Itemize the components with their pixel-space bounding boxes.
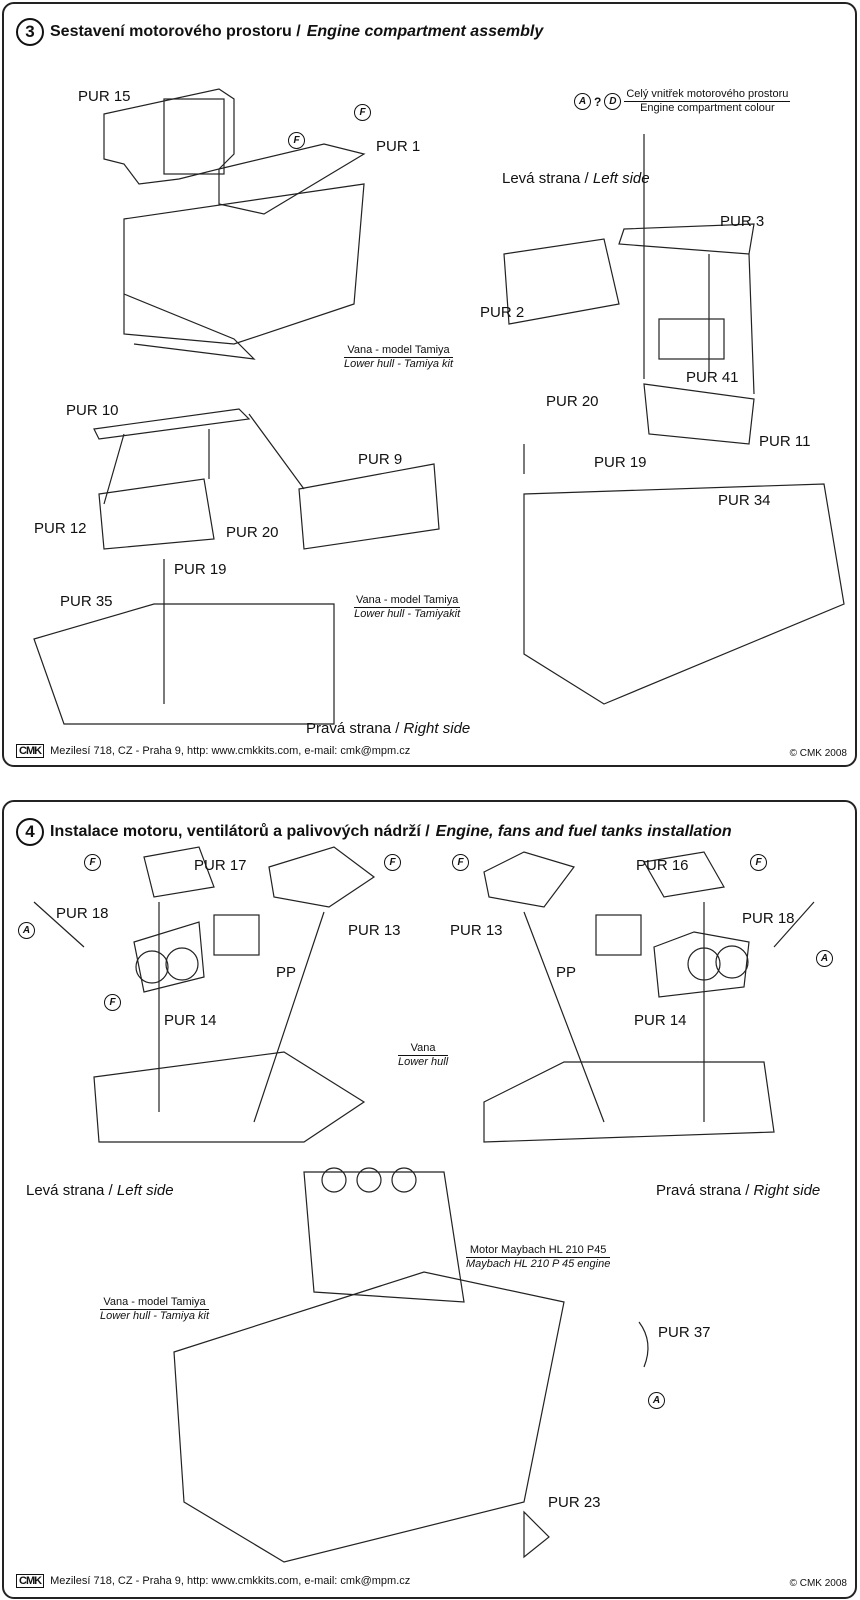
- callout-a: A: [816, 950, 833, 967]
- part-label: PUR 18: [56, 905, 109, 922]
- step-3-panel: 3 Sestavení motorového prostoru / Engine…: [2, 2, 857, 767]
- part-label: PUR 41: [686, 369, 739, 386]
- step-4-drawing: [33, 846, 815, 1563]
- cmk-logo: CMK: [16, 744, 45, 758]
- callout-a: A: [648, 1392, 665, 1409]
- callout-f: F: [84, 854, 101, 871]
- footer-address: Mezilesí 718, CZ - Praha 9, http: www.cm…: [50, 1575, 411, 1587]
- step-3-drawing: [33, 88, 845, 725]
- callout-d: D: [604, 93, 622, 110]
- part-label: PUR 37: [658, 1324, 711, 1341]
- part-label: PUR 23: [548, 1494, 601, 1511]
- step-4-panel: 4 Instalace motoru, ventilátorů a palivo…: [2, 800, 857, 1599]
- callout-a: A: [18, 922, 35, 939]
- question-mark: ?: [594, 94, 602, 109]
- part-label: PUR 34: [718, 492, 771, 509]
- right-side-label: Pravá strana / Right side: [306, 720, 471, 737]
- callout-f: F: [104, 994, 121, 1011]
- part-label: PUR 3: [720, 213, 765, 230]
- step-number: 4: [16, 818, 44, 846]
- part-label: PUR 2: [480, 304, 525, 321]
- part-label: PUR 17: [194, 857, 247, 874]
- step-3-title: 3 Sestavení motorového prostoru / Engine…: [16, 18, 543, 46]
- copyright: © CMK 2008: [789, 748, 847, 759]
- title-en: Engine compartment assembly: [306, 23, 544, 40]
- part-label: PUR 18: [742, 910, 795, 927]
- callout-f: F: [288, 132, 305, 149]
- part-label: PUR 14: [164, 1012, 217, 1029]
- note-en: Engine compartment colour: [640, 102, 775, 114]
- part-label: PUR 15: [78, 88, 131, 105]
- part-label: PUR 19: [594, 454, 647, 471]
- footer: CMK Mezilesí 718, CZ - Praha 9, http: ww…: [16, 1574, 410, 1588]
- title-cz: Sestavení motorového prostoru /: [50, 23, 301, 40]
- part-label: PUR 11: [759, 433, 811, 450]
- note-cz: Celý vnitřek motorového prostoru: [624, 88, 791, 102]
- part-label: PUR 20: [546, 393, 599, 410]
- footer-address: Mezilesí 718, CZ - Praha 9, http: www.cm…: [50, 745, 411, 757]
- part-label: PUR 20: [226, 524, 279, 541]
- part-label: PUR 10: [66, 402, 119, 419]
- callout-f: F: [452, 854, 469, 871]
- part-label: PP: [556, 964, 577, 981]
- part-label: PUR 16: [636, 857, 689, 874]
- part-label: PUR 35: [60, 593, 113, 610]
- part-label: PUR 19: [174, 561, 227, 578]
- part-label: PUR 9: [358, 451, 403, 468]
- copyright: © CMK 2008: [789, 1578, 847, 1589]
- step-4-title: 4 Instalace motoru, ventilátorů a palivo…: [16, 818, 732, 846]
- part-label: PUR 13: [450, 922, 503, 939]
- right-side-label: Pravá strana / Right side: [656, 1182, 821, 1199]
- part-label: PUR 12: [34, 520, 87, 537]
- callout-f: F: [384, 854, 401, 871]
- title-en: Engine, fans and fuel tanks installation: [435, 823, 732, 840]
- left-side-label: Levá strana / Left side: [502, 170, 650, 187]
- callout-f: F: [750, 854, 767, 871]
- title-cz: Instalace motoru, ventilátorů a palivový…: [50, 823, 430, 840]
- footer: CMK Mezilesí 718, CZ - Praha 9, http: ww…: [16, 744, 410, 758]
- part-label: PUR 1: [376, 138, 421, 155]
- cmk-logo: CMK: [16, 1574, 45, 1588]
- callout-a: A: [574, 93, 591, 110]
- part-label: PUR 13: [348, 922, 401, 939]
- step-number: 3: [16, 18, 44, 46]
- left-side-label: Levá strana / Left side: [26, 1182, 174, 1199]
- part-label: PUR 14: [634, 1012, 687, 1029]
- callout-f: F: [354, 104, 371, 121]
- part-label: PP: [276, 964, 297, 981]
